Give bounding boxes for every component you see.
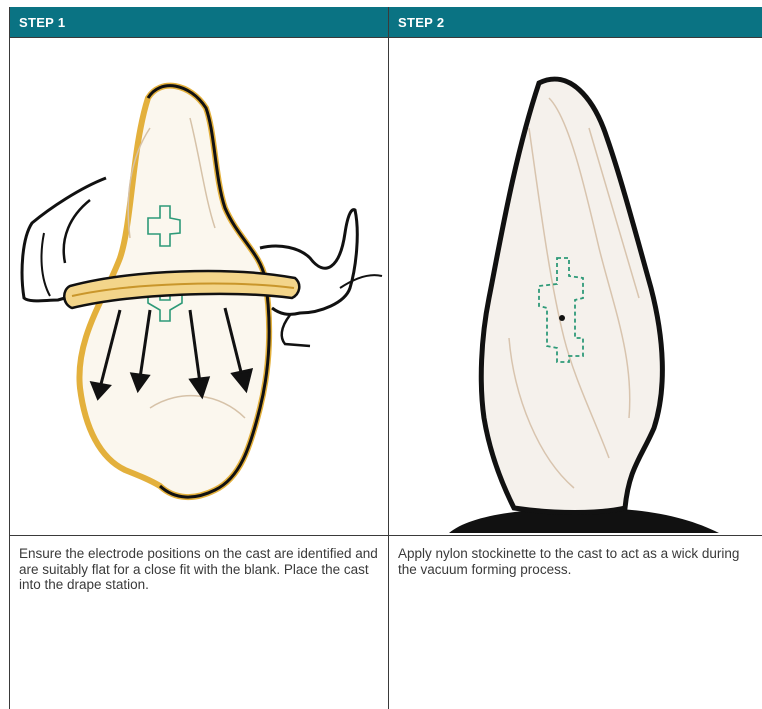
right-hand-outline <box>260 210 357 315</box>
step-1-illustration <box>10 38 389 536</box>
right-thumb-line <box>282 315 310 346</box>
step-1-column: STEP 1 <box>9 7 389 709</box>
step-2-description: Apply nylon stockinette to the cast to a… <box>389 536 762 577</box>
step-2-illustration <box>389 38 762 536</box>
step-1-header: STEP 1 <box>10 7 389 38</box>
step-1-description: Ensure the electrode positions on the ca… <box>10 536 389 593</box>
step-2-header: STEP 2 <box>389 7 762 38</box>
electrode-center-dot <box>559 315 565 321</box>
cast-drape-station-illustration <box>10 38 389 535</box>
right-wrist-line <box>340 275 382 288</box>
step-2-column: STEP 2 Apply nylon stockinette to the ca… <box>388 7 762 709</box>
left-finger-line-2 <box>42 233 50 296</box>
left-finger-line <box>64 200 90 263</box>
cast-with-stockinette-illustration <box>389 38 762 535</box>
steps-table: STEP 1 <box>9 7 761 709</box>
